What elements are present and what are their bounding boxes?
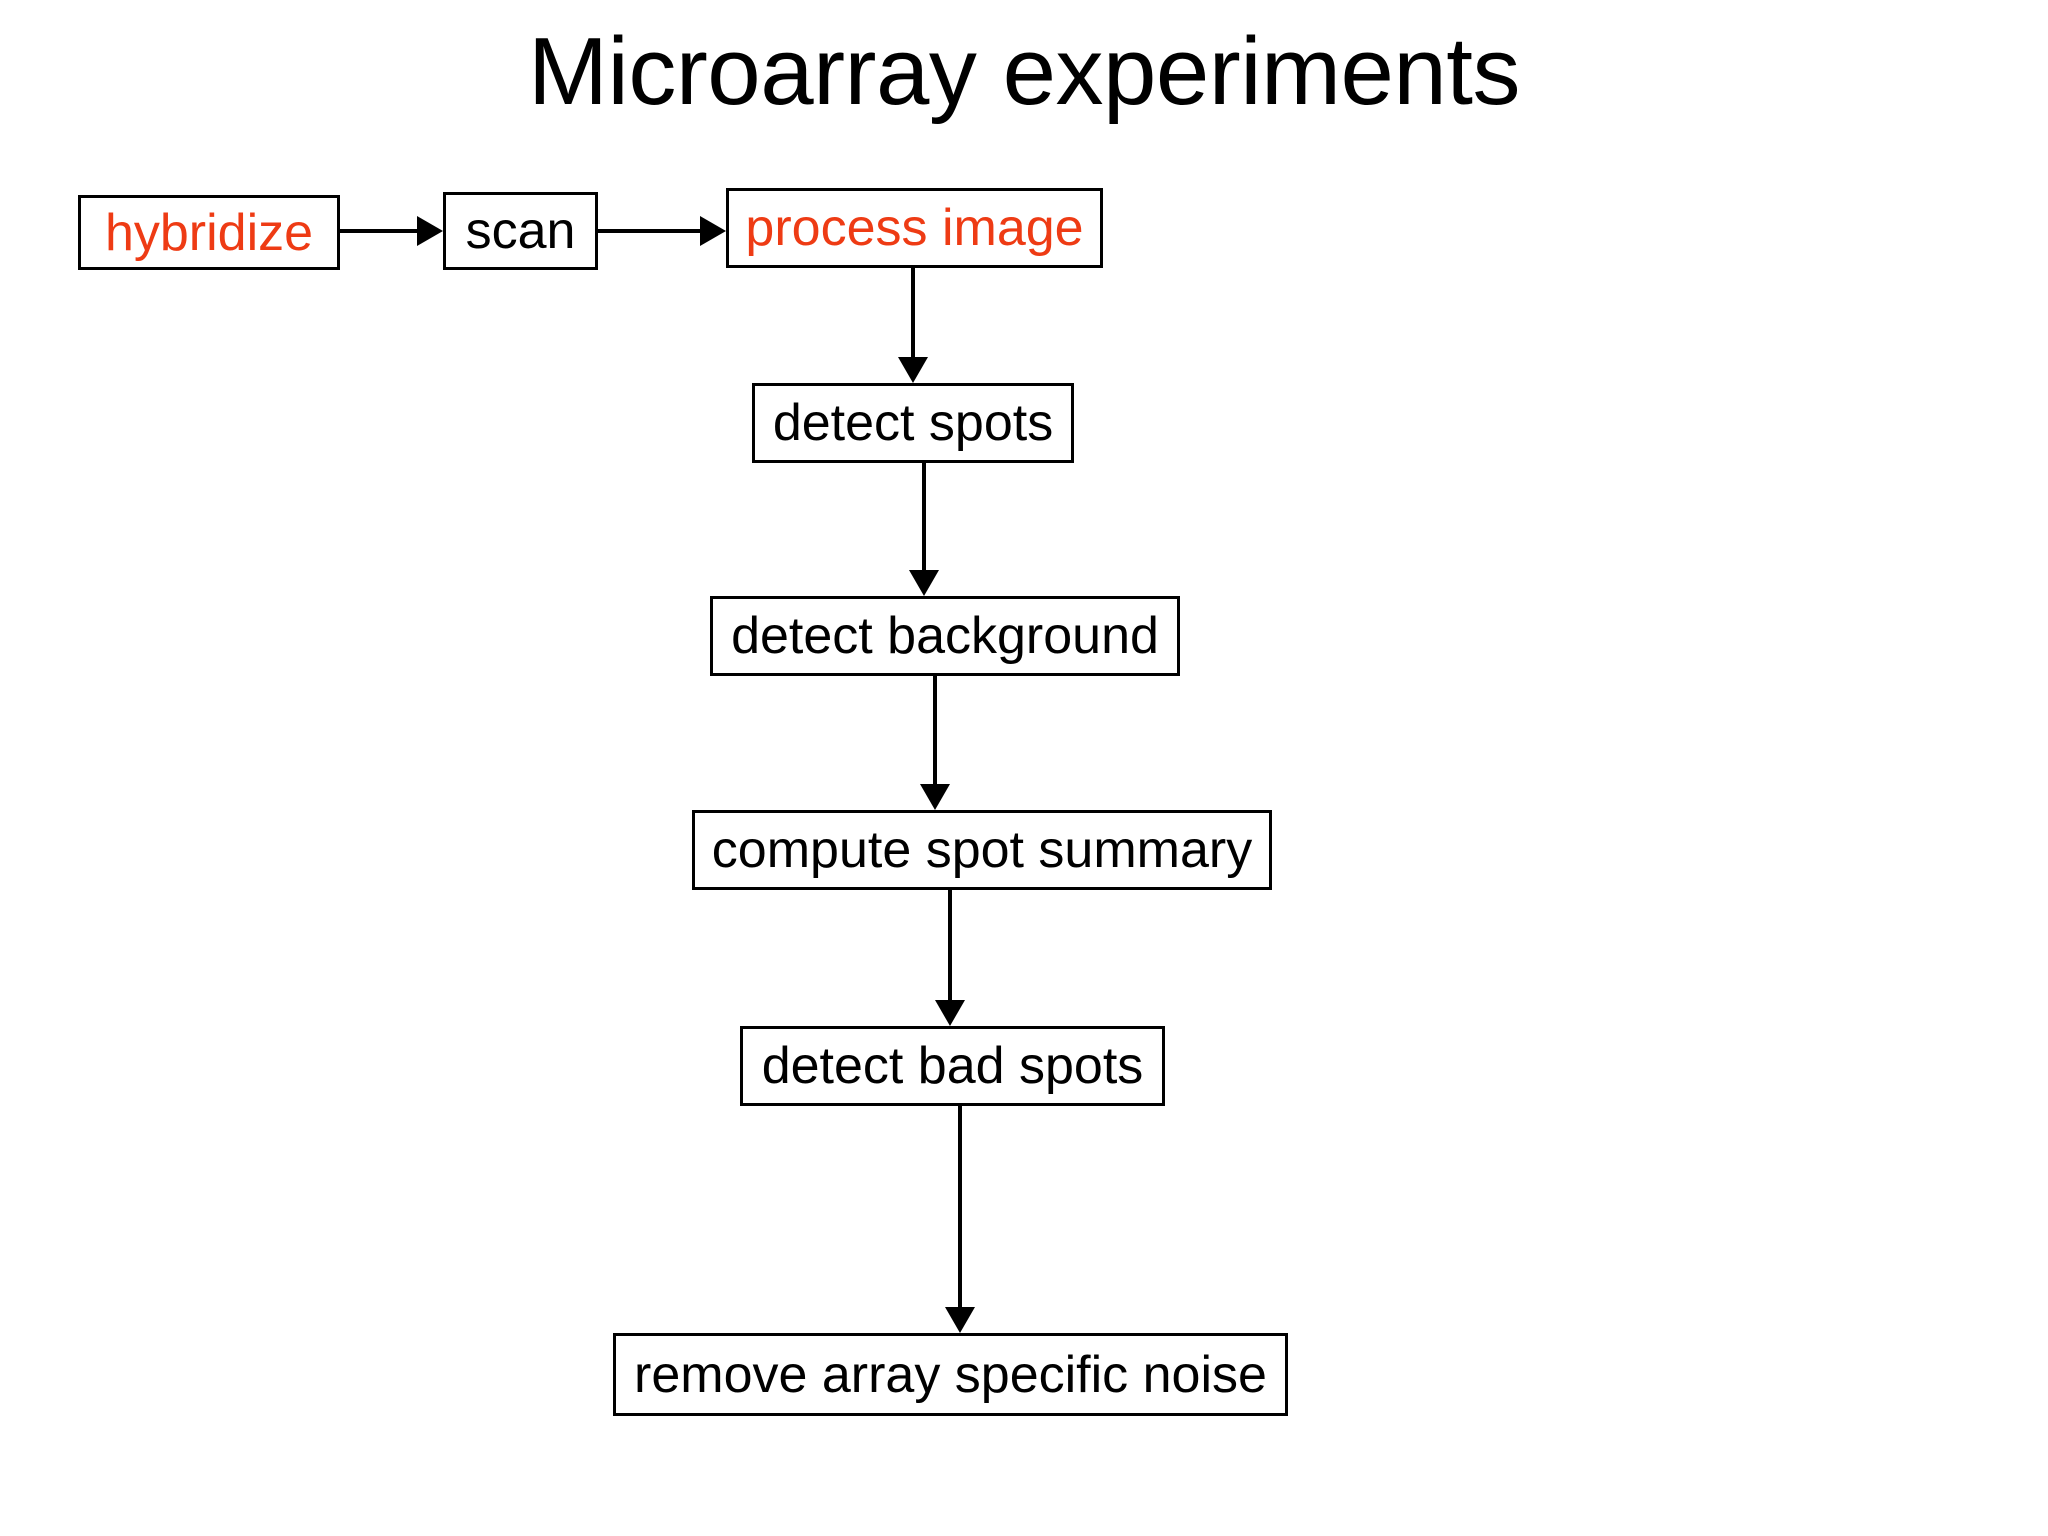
arrow-detect-spots-to-detect-background bbox=[909, 463, 939, 596]
arrow-detect-bad-spots-to-remove-noise bbox=[945, 1106, 975, 1333]
arrow-shaft bbox=[598, 229, 703, 233]
flow-node-hybridize[interactable]: hybridize bbox=[78, 195, 340, 270]
arrow-shaft bbox=[933, 676, 937, 787]
arrow-head-icon bbox=[935, 1000, 965, 1026]
flow-node-label: detect spots bbox=[772, 394, 1054, 452]
arrow-head-icon bbox=[417, 216, 443, 246]
arrow-head-icon bbox=[920, 784, 950, 810]
arrow-process-image-to-detect-spots bbox=[898, 268, 928, 383]
flow-node-detect-bad-spots[interactable]: detect bad spots bbox=[740, 1026, 1165, 1106]
flow-node-remove-array-specific-noise[interactable]: remove array specific noise bbox=[613, 1333, 1288, 1416]
flow-node-label: detect bad spots bbox=[761, 1037, 1144, 1095]
arrow-shaft bbox=[340, 229, 420, 233]
arrow-detect-background-to-compute-spot-summary bbox=[920, 676, 950, 810]
arrow-head-icon bbox=[700, 216, 726, 246]
flow-node-process-image[interactable]: process image bbox=[726, 188, 1103, 268]
flow-node-scan[interactable]: scan bbox=[443, 192, 598, 270]
flow-node-label: detect background bbox=[731, 607, 1159, 665]
flow-node-detect-spots[interactable]: detect spots bbox=[752, 383, 1074, 463]
arrow-compute-spot-summary-to-detect-bad-spots bbox=[935, 890, 965, 1026]
arrow-shaft bbox=[911, 268, 915, 360]
arrow-head-icon bbox=[909, 570, 939, 596]
flow-node-label: compute spot summary bbox=[711, 821, 1253, 879]
arrow-shaft bbox=[958, 1106, 962, 1310]
page-title: Microarray experiments bbox=[528, 18, 1520, 125]
arrow-head-icon bbox=[898, 357, 928, 383]
arrow-hybridize-to-scan bbox=[340, 216, 443, 246]
flow-node-compute-spot-summary[interactable]: compute spot summary bbox=[692, 810, 1272, 890]
flow-node-detect-background[interactable]: detect background bbox=[710, 596, 1180, 676]
arrow-shaft bbox=[922, 463, 926, 573]
arrow-head-icon bbox=[945, 1307, 975, 1333]
arrow-shaft bbox=[948, 890, 952, 1003]
flow-node-label: hybridize bbox=[104, 203, 314, 262]
flow-node-label: remove array specific noise bbox=[634, 1345, 1267, 1404]
flow-node-label: scan bbox=[465, 202, 576, 260]
arrow-scan-to-process-image bbox=[598, 216, 726, 246]
flow-node-label: process image bbox=[745, 199, 1084, 257]
